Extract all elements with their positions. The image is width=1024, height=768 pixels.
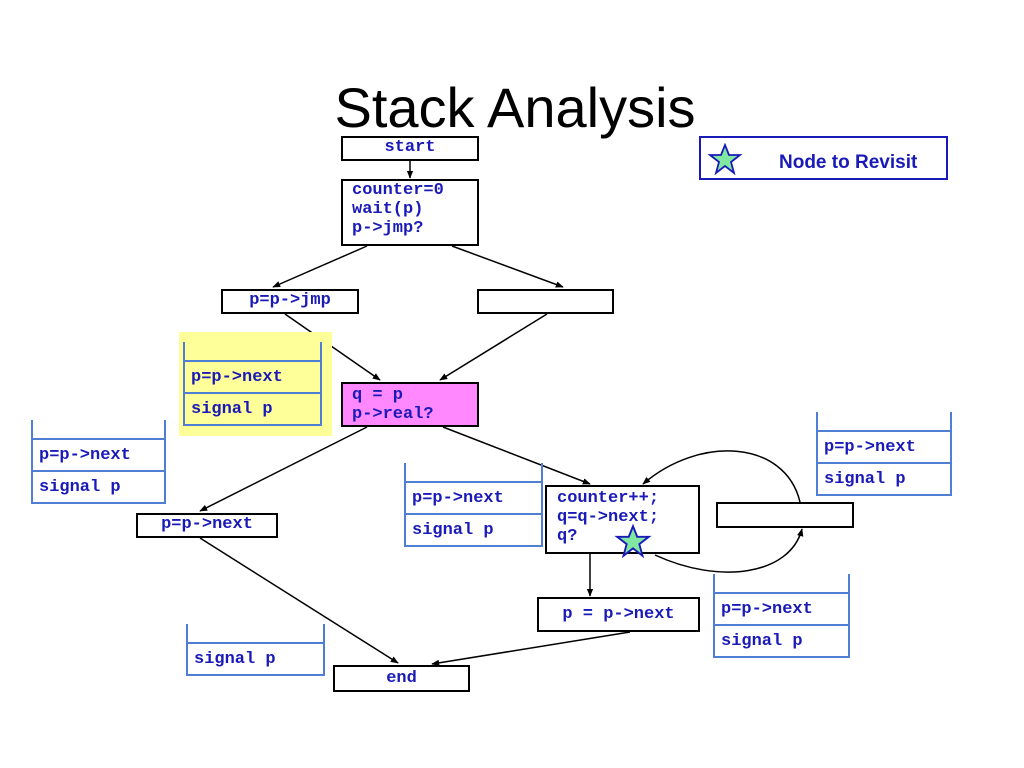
node-line: wait(p) (352, 200, 424, 219)
node-empty-2 (716, 502, 854, 528)
node-jmp: p=p->jmp (221, 289, 359, 314)
edge-next-left-end (199, 537, 399, 664)
stack-cell: signal p (715, 624, 848, 656)
edge-empty1-q (439, 313, 548, 381)
node-next-left: p=p->next (136, 513, 278, 538)
node-next-right: p = p->next (537, 597, 700, 632)
legend: Node to Revisit (699, 136, 948, 180)
node-q: q = p p->real? (341, 382, 479, 427)
node-end: end (333, 665, 470, 692)
page-title: Stack Analysis (334, 76, 696, 139)
node-line: counter=0 (352, 181, 444, 200)
stack-middle: p=p->next signal p (404, 463, 543, 547)
stack-cell: p=p->next (715, 592, 848, 624)
node-line: q = p (352, 386, 404, 405)
node-start: start (341, 136, 479, 161)
stack-cell: p=p->next (33, 438, 164, 470)
node-empty-1 (477, 289, 614, 314)
node-line: p = p->next (562, 605, 675, 624)
node-line: q=q->next; (557, 508, 660, 527)
highlight-box (179, 332, 332, 436)
edge-q-next-left (199, 426, 368, 512)
legend-label: Node to Revisit (779, 152, 918, 173)
node-line: p=p->next (161, 515, 253, 534)
stack-cell: signal p (185, 392, 320, 424)
star-icon (707, 143, 743, 175)
node-line: counter++; (557, 489, 660, 508)
edge-init-jmp (272, 245, 368, 288)
stack-left: p=p->next signal p (31, 420, 166, 504)
node-line: p=p->jmp (249, 291, 331, 310)
node-line: end (386, 669, 417, 688)
stack-cell: signal p (188, 642, 323, 674)
node-line: p->real? (352, 405, 434, 424)
star-icon (614, 524, 652, 558)
edge-init-empty1 (451, 245, 564, 288)
edge-next-right-end (431, 631, 631, 667)
edge-jmp-q (284, 313, 381, 381)
node-line: q? (557, 527, 578, 546)
stack-cell: signal p (33, 470, 164, 502)
stack-cell: p=p->next (818, 430, 950, 462)
edge-q-loop (442, 426, 591, 485)
stack-cell: p=p->next (406, 481, 541, 513)
edge-loop-empty2 (654, 528, 804, 573)
stack-cell: signal p (818, 462, 950, 494)
stack-bottom: signal p (186, 624, 325, 676)
stack-cell: signal p (406, 513, 541, 545)
node-line: p->jmp? (352, 219, 424, 238)
node-line: start (384, 138, 436, 157)
stack-right-bottom: p=p->next signal p (713, 574, 850, 658)
node-loop: counter++; q=q->next; q? (545, 485, 700, 554)
stack-highlighted: p=p->next signal p (183, 342, 322, 426)
edge-empty2-loop (642, 450, 801, 503)
stack-cell: p=p->next (185, 360, 320, 392)
node-init: counter=0 wait(p) p->jmp? (341, 179, 479, 246)
stack-right-top: p=p->next signal p (816, 412, 952, 496)
